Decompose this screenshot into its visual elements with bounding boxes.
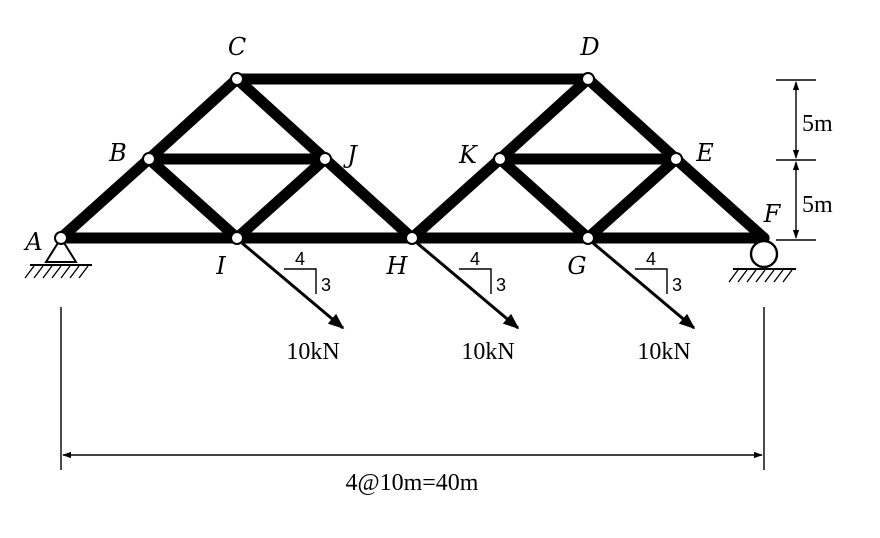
member-CJ: [231, 73, 331, 165]
node-label-K: K: [458, 141, 479, 169]
ground-hatch-right: [728, 269, 793, 283]
hatch-line: [78, 265, 89, 279]
load-label: 10kN: [637, 339, 690, 365]
member-GE: [582, 153, 682, 244]
member-EF: [670, 153, 770, 244]
upper-height-label: 5m: [802, 111, 833, 137]
joint-G: [581, 231, 595, 245]
slope-horizontal-label: 4: [646, 249, 656, 269]
slope-vertical-label: 3: [672, 275, 682, 295]
node-label-D: D: [579, 33, 599, 61]
load-label: 10kN: [286, 339, 339, 365]
member-KG: [494, 153, 594, 244]
load-arrow: [416, 241, 520, 330]
node-label-A: A: [23, 228, 42, 256]
node-label-H: H: [386, 252, 409, 280]
lower-height-label: 5m: [802, 192, 833, 218]
hatch-line: [773, 269, 784, 283]
node-label-J: J: [342, 141, 358, 169]
joint-H: [405, 231, 419, 245]
hatch-line: [755, 269, 766, 283]
joint-A: [54, 231, 68, 245]
slope-horizontal-label: 4: [295, 249, 305, 269]
member-HK: [406, 153, 506, 244]
member-BC: [143, 73, 243, 165]
member-IJ: [231, 153, 331, 244]
truss-members: [55, 73, 770, 244]
hatch-line: [42, 265, 53, 279]
slope-triangle: [635, 268, 668, 294]
hatch-line: [746, 269, 757, 283]
supports: [24, 236, 796, 283]
slope-triangle: [284, 268, 317, 294]
node-label-C: C: [228, 33, 246, 61]
load-at-I: 43 10kN: [241, 241, 345, 365]
height-dimension: 5m 5m: [776, 79, 833, 241]
slope-vertical-label: 3: [321, 275, 331, 295]
node-label-I: I: [215, 252, 226, 280]
joint-J: [318, 152, 332, 166]
member-JH: [319, 153, 418, 244]
joint-B: [142, 152, 156, 166]
load-at-H: 43 10kN: [416, 241, 520, 365]
span-dimension: 4@10m=40m: [60, 307, 765, 496]
ground-hatch-left: [24, 265, 89, 279]
node-label-G: G: [567, 252, 586, 280]
slope-horizontal-label: 4: [470, 249, 480, 269]
member-DE: [582, 73, 682, 165]
node-label-B: B: [108, 139, 127, 167]
hatch-line: [69, 265, 80, 279]
member-BI: [143, 153, 243, 244]
hatch-line: [782, 269, 793, 283]
member-KD: [494, 73, 594, 165]
hatch-line: [764, 269, 775, 283]
joint-E: [669, 152, 683, 166]
member-AB: [55, 153, 155, 244]
joint-K: [493, 152, 507, 166]
hatch-line: [728, 269, 739, 283]
slope-vertical-label: 3: [496, 275, 506, 295]
pin-support: [24, 236, 92, 279]
hatch-line: [33, 265, 44, 279]
joint-C: [230, 72, 244, 86]
load-at-G: 43 10kN: [592, 241, 696, 365]
load-arrow: [241, 241, 345, 330]
joint-D: [581, 72, 595, 86]
load-label: 10kN: [461, 339, 514, 365]
hatch-line: [60, 265, 71, 279]
node-labels: A B C D E F G H I J K: [23, 33, 781, 280]
joint-I: [230, 231, 244, 245]
hatch-line: [737, 269, 748, 283]
span-dimension-label: 4@10m=40m: [346, 470, 479, 496]
load-arrow: [592, 241, 696, 330]
roller-support: [728, 239, 796, 283]
node-label-E: E: [695, 139, 714, 167]
node-label-F: F: [763, 200, 782, 228]
slope-triangle: [459, 268, 492, 294]
hatch-line: [51, 265, 62, 279]
hatch-line: [24, 265, 35, 279]
truss-joints: [54, 72, 683, 245]
